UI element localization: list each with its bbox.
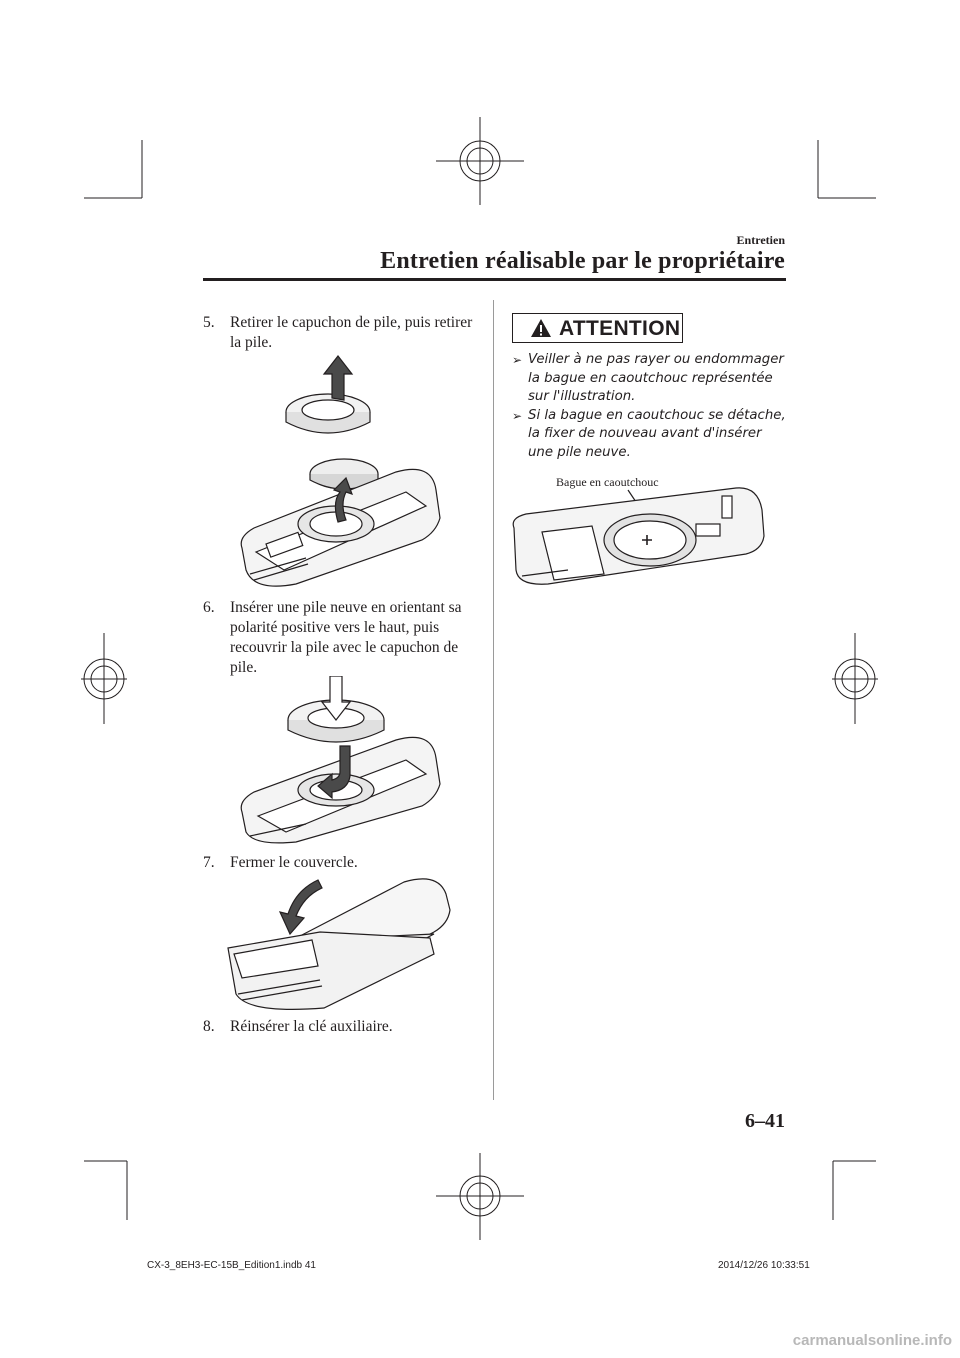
cover-closing-figure [227,878,451,1010]
step-text: Insérer une pile neuve en orientant sa p… [230,599,462,676]
list-item-text: Si la bague en caoutchouc se détache, la… [528,407,786,460]
rubber-ring-callout: Bague en caoutchouc [556,475,659,489]
list-item: ➢ Veiller à ne pas rayer ou endommager l… [512,351,787,407]
step-7: 7. Fermer le couvercle. [203,853,478,873]
battery-removal-figure [240,355,441,587]
attention-label: ATTENTION [559,317,681,340]
page-number: 6–41 [745,1110,785,1132]
attention-list: ➢ Veiller à ne pas rayer ou endommager l… [512,351,787,462]
footer-file: CX-3_8EH3-EC-15B_Edition1.indb 41 [147,1260,316,1271]
step-text: Fermer le couvercle. [230,854,358,871]
step-text: Retirer le capuchon de pile, puis retire… [230,314,473,351]
step-number: 8. [203,1018,215,1035]
step-number: 7. [203,854,215,871]
header-rule [203,278,786,281]
attention-banner: ATTENTION [512,313,683,343]
page-title: Entretien réalisable par le propriétaire [380,248,785,274]
column-divider [493,300,494,1100]
list-item: ➢ Si la bague en caoutchouc se détache, … [512,407,787,463]
step-6: 6. Insérer une pile neuve en orientant s… [203,598,478,678]
section-name: Entretien [736,233,785,247]
watermark: carmanualsonline.info [792,1332,952,1349]
rubber-ring-figure [512,487,765,585]
footer-timestamp: 2014/12/26 10:33:51 [718,1260,810,1271]
battery-insertion-figure [240,676,441,844]
step-number: 6. [203,599,215,616]
list-item-text: Veiller à ne pas rayer ou endommager la … [528,352,784,404]
step-number: 5. [203,314,215,331]
warning-icon [531,319,551,337]
step-8: 8. Réinsérer la clé auxiliaire. [203,1017,478,1037]
bullet-arrow-icon: ➢ [512,353,523,367]
step-5: 5. Retirer le capuchon de pile, puis ret… [203,313,478,353]
bullet-arrow-icon: ➢ [512,408,523,423]
step-text: Réinsérer la clé auxiliaire. [230,1018,393,1035]
